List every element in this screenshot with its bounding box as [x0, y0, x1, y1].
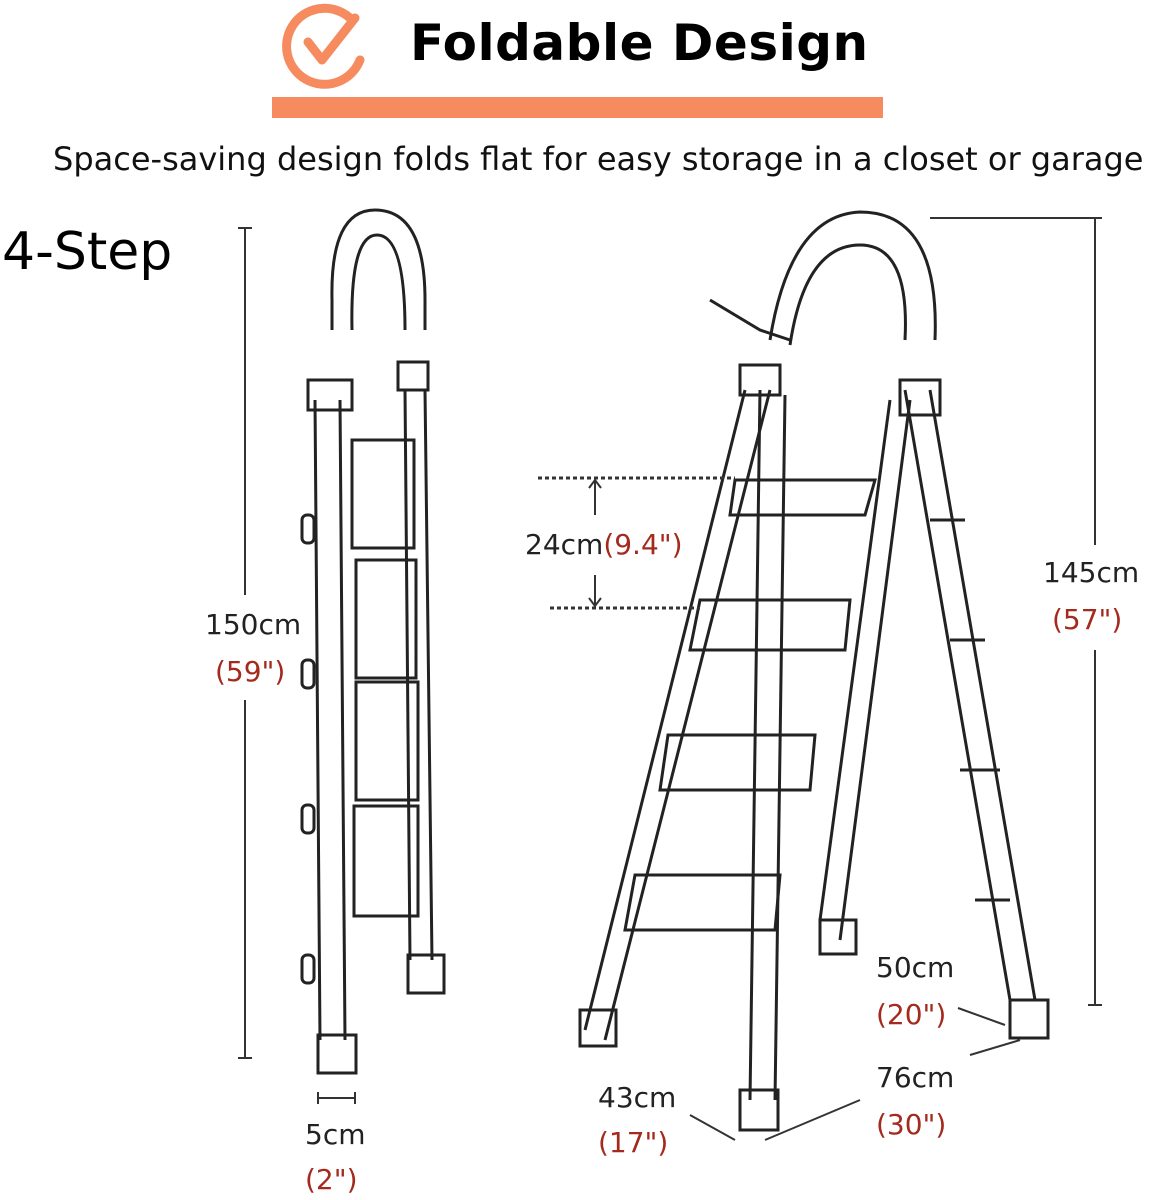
check-circle-icon: [282, 3, 365, 89]
folded-height-imperial: (59"): [215, 655, 286, 688]
step-count-label: 4-Step: [2, 222, 173, 282]
open-ladder-drawing: [578, 210, 1050, 1132]
step-spacing-metric: 24cm: [525, 528, 604, 561]
base-depth-imperial: (30"): [876, 1108, 947, 1141]
page-title: Foldable Design: [410, 14, 869, 72]
step-spacing-imperial: (9.4"): [603, 528, 683, 561]
folded-depth-metric: 5cm: [305, 1118, 366, 1151]
step-spacing-label: 24cm(9.4"): [525, 528, 683, 561]
folded-depth-imperial: (2"): [305, 1163, 358, 1196]
open-height-imperial: (57"): [1052, 603, 1123, 636]
front-width-metric: 43cm: [598, 1081, 677, 1114]
base-depth-metric: 76cm: [876, 1061, 955, 1094]
subtitle: Space-saving design folds flat for easy …: [53, 140, 1144, 178]
folded-ladder-drawing: [300, 208, 446, 1075]
front-width-imperial: (17"): [598, 1126, 669, 1159]
folded-height-metric: 150cm: [205, 608, 302, 641]
back-width-metric: 50cm: [876, 951, 955, 984]
open-height-metric: 145cm: [1043, 556, 1140, 589]
dimension-lines: [238, 217, 1102, 1141]
accent-bar: [272, 97, 883, 118]
back-width-imperial: (20"): [876, 998, 947, 1031]
